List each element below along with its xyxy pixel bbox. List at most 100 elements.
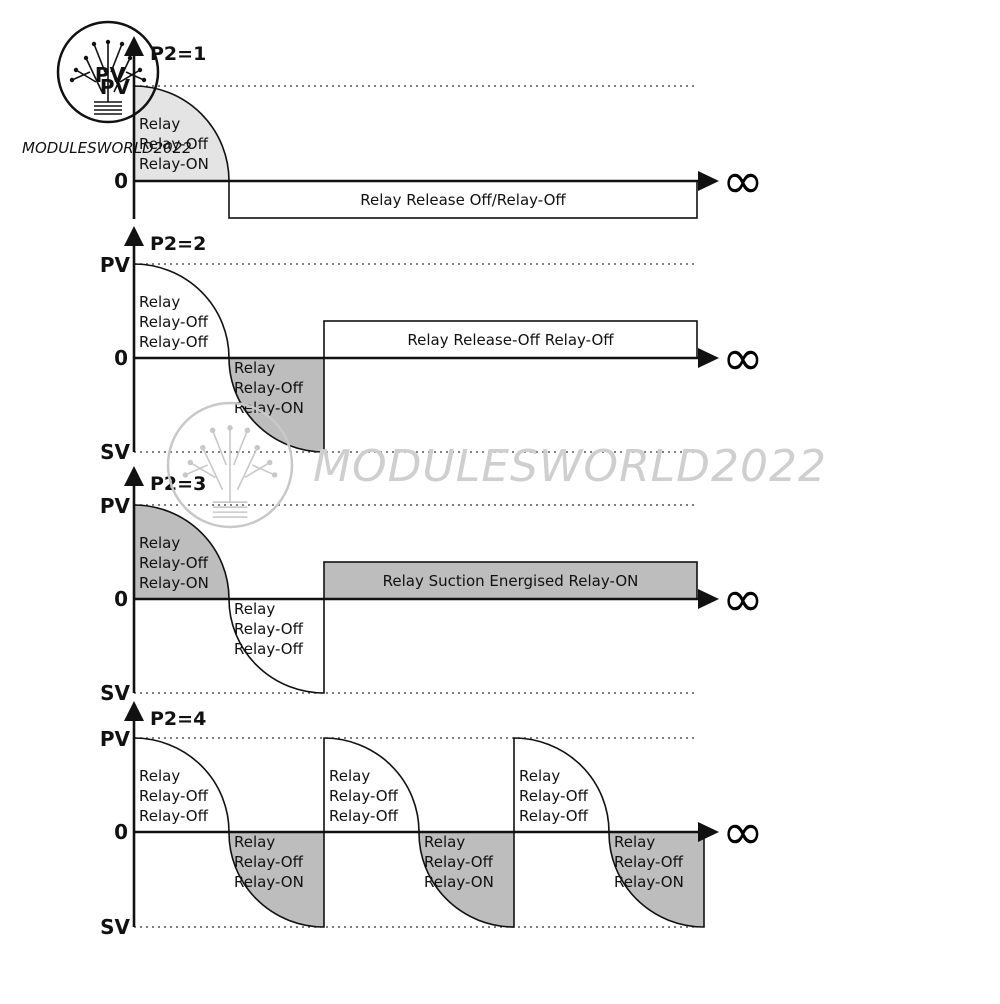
relay-segment <box>228 831 325 928</box>
segment-label: Relay-ON <box>234 399 304 417</box>
circuit-node <box>199 444 206 451</box>
mode-title: P2=1 <box>150 43 206 65</box>
circuit-trace <box>251 464 275 476</box>
circuit-trace <box>211 429 228 466</box>
segment-label: Relay-ON <box>424 873 494 891</box>
segment-label: Relay-Off <box>519 807 589 825</box>
logo-mark: PV <box>56 20 160 124</box>
sv-label: SV <box>100 440 130 464</box>
circuit-trace <box>75 69 97 83</box>
circuit-trace <box>232 429 249 466</box>
zero-label: 0 <box>114 169 128 193</box>
relay-segment <box>228 598 325 694</box>
segment-label: Relay-Off <box>234 853 304 871</box>
segment-label: Relay-Off <box>234 620 304 638</box>
circuit-node <box>244 427 251 434</box>
relay-segment <box>228 357 325 453</box>
segment-label: Relay-ON <box>614 873 684 891</box>
infinity-icon: ∞ <box>722 152 764 210</box>
circuit-trace <box>201 447 224 491</box>
circuit-node <box>227 425 233 431</box>
relay-segment <box>323 737 420 833</box>
circuit-trace <box>119 69 141 83</box>
circuit-node <box>141 77 147 83</box>
watermark-text-center: MODULESWORLD2022 <box>313 441 827 492</box>
circuit-trace <box>185 464 209 476</box>
logo-mark <box>166 401 294 529</box>
circuit-trace <box>236 447 259 491</box>
logo-letters: PV <box>95 63 126 87</box>
circuit-node <box>209 427 216 434</box>
relay-segment <box>133 737 230 833</box>
segment-label: Relay <box>139 115 180 133</box>
circuit-trace <box>85 57 103 93</box>
relay-bar-label: Relay Release-Off Relay-Off <box>407 331 614 349</box>
infinity-icon: ∞ <box>722 329 764 387</box>
y-axis-arrow <box>124 226 144 246</box>
relay-bar-label: Relay Release Off/Relay-Off <box>360 191 566 209</box>
segment-label: Relay-Off <box>329 787 399 805</box>
segment-label: Relay <box>234 833 275 851</box>
y-axis-arrow <box>124 701 144 721</box>
pv-label: PV <box>100 727 131 751</box>
relay-segment <box>608 831 705 928</box>
circuit-trace <box>110 43 123 73</box>
circuit-node <box>137 67 143 73</box>
pv-label: PV <box>100 494 131 518</box>
segment-label: Relay-Off <box>614 853 684 871</box>
logo-ring <box>56 20 160 124</box>
mode-title: P2=2 <box>150 233 206 255</box>
segment-label: Relay-Off <box>139 554 209 572</box>
segment-label: Relay <box>519 767 560 785</box>
relay-segment <box>513 737 610 833</box>
infinity-icon: ∞ <box>722 570 764 628</box>
x-axis-arrow <box>698 589 719 609</box>
zero-label: 0 <box>114 587 128 611</box>
panel-p2-2: Relay Release-Off Relay-Off RelayRelay-Of… <box>100 226 764 464</box>
segment-label: Relay <box>424 833 465 851</box>
zero-label: 0 <box>114 820 128 844</box>
segment-label: Relay-Off <box>234 379 304 397</box>
segment-label: Relay-Off <box>424 853 494 871</box>
x-axis-arrow <box>698 348 719 368</box>
segment-label: Relay-Off <box>139 135 209 153</box>
mode-title: P2=3 <box>150 473 206 495</box>
segment-label: Relay-Off <box>234 640 304 658</box>
relay-segment <box>133 263 230 359</box>
segment-label: Relay <box>139 293 180 311</box>
y-axis-arrow <box>124 466 144 486</box>
segment-label: Relay-Off <box>519 787 589 805</box>
segment-label: Relay-Off <box>329 807 399 825</box>
segment-label: Relay-ON <box>139 155 209 173</box>
relay-bar <box>228 180 698 219</box>
circuit-node <box>127 55 133 61</box>
sv-label: SV <box>100 681 130 705</box>
circuit-trace <box>189 461 216 479</box>
segment-label: Relay-Off <box>139 807 209 825</box>
relay-bar <box>323 320 698 359</box>
circuit-node <box>83 55 89 61</box>
panel-p2-4: RelayRelay-OffRelay-OffRelayRelay-OffRel… <box>100 701 764 939</box>
panel-p2-3: Relay Suction Energised Relay-ONRelayRel… <box>100 466 764 705</box>
relay-segment <box>133 504 230 600</box>
relay-segment <box>133 85 230 182</box>
relay-bar-label: Relay Suction Energised Relay-ON <box>383 572 639 590</box>
x-axis-arrow <box>698 822 719 842</box>
circuit-node <box>266 459 273 466</box>
x-axis-arrow <box>698 171 719 191</box>
segment-label: Relay-Off <box>139 313 209 331</box>
watermark-text-top: MODULESWORLD2022 <box>22 139 192 157</box>
circuit-node <box>69 77 75 83</box>
segment-label: Relay <box>234 600 275 618</box>
panel-p2-1: Relay Release Off/Relay-Off RelayRelay-Of… <box>100 36 764 219</box>
circuit-trace <box>113 57 131 93</box>
segment-label: Relay <box>139 534 180 552</box>
circuit-trace <box>244 461 271 479</box>
pv-label: PV <box>100 253 131 277</box>
relay-segment <box>418 831 515 928</box>
segment-label: Relay-ON <box>234 873 304 891</box>
mode-title: P2=4 <box>150 708 206 730</box>
